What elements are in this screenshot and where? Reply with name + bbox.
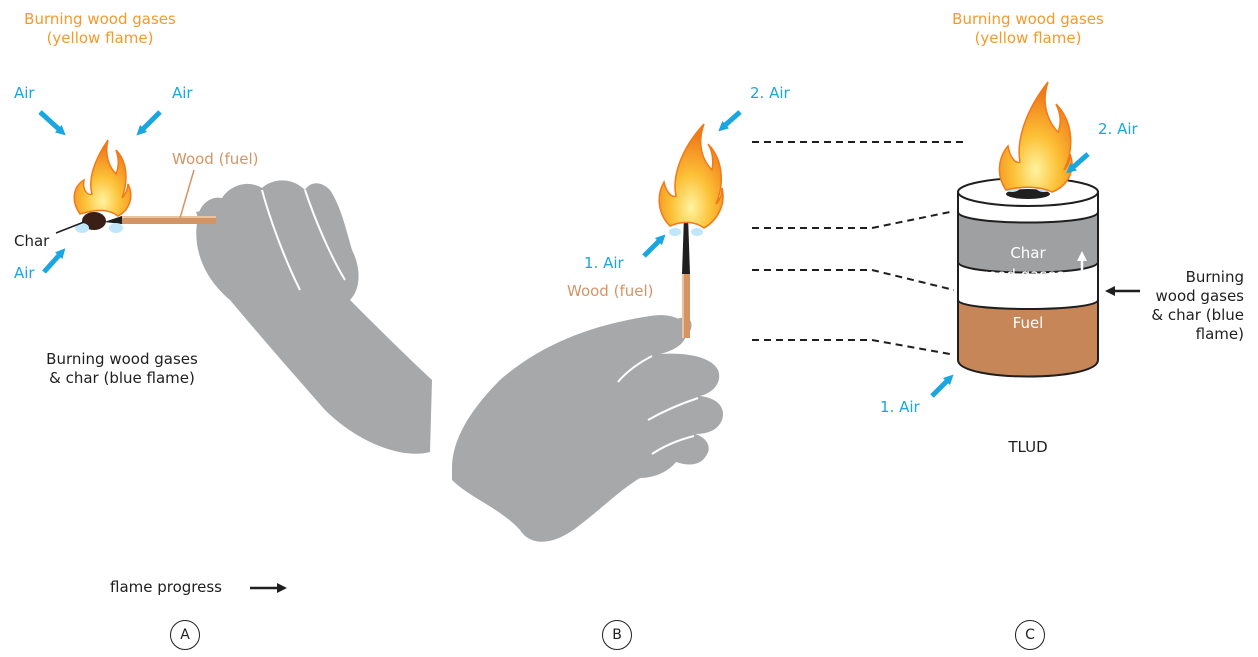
- char-label-a: Char: [14, 232, 50, 250]
- flame-b-icon: [658, 123, 724, 229]
- hand-a-icon: [196, 180, 432, 454]
- panel-a-blue-flame-line2: & char (blue flame): [49, 369, 195, 387]
- air-arrow-a-top-right: [136, 110, 162, 136]
- air-arrow-c-2: [1066, 152, 1090, 174]
- panel-c-side-label: Burning wood gases & char (blue flame): [1140, 268, 1244, 344]
- panel-c-side-line1: Burning: [1185, 268, 1244, 286]
- panel-a-blue-flame-line1: Burning wood gases: [46, 350, 198, 368]
- air-arrow-b-1: [642, 234, 666, 258]
- air-label-c-2: 2. Air: [1098, 120, 1138, 138]
- panel-a-flame-label: Burning wood gases (yellow flame): [20, 10, 180, 48]
- panel-c-marker: C: [1015, 620, 1045, 650]
- air-arrow-c-1: [930, 374, 954, 398]
- fuel-label-c: Fuel: [1012, 314, 1044, 332]
- wood-fuel-label-b: Wood (fuel): [567, 282, 654, 300]
- air-label-a-top-left: Air: [14, 84, 35, 102]
- air-arrow-a-top-left: [38, 110, 66, 136]
- panel-a-marker: A: [170, 620, 200, 650]
- flame-c-icon: [998, 81, 1073, 193]
- panel-b-marker: B: [602, 620, 632, 650]
- air-label-a-top-right: Air: [172, 84, 193, 102]
- air-arrow-b-2: [718, 110, 742, 132]
- tlud-label: TLUD: [1008, 438, 1048, 456]
- char-label-c: Char: [1010, 244, 1046, 262]
- match-stick-a: [120, 216, 216, 224]
- panel-a-flame-label-line2: (yellow flame): [46, 29, 154, 47]
- air-arrow-a-bottom: [42, 248, 66, 274]
- air-label-b-1: 1. Air: [584, 254, 624, 272]
- panel-c-flame-label-line2: (yellow flame): [974, 29, 1082, 47]
- flame-a-icon: [73, 139, 132, 217]
- air-label-a-bottom: Air: [14, 264, 35, 282]
- air-label-b-2: 2. Air: [750, 84, 790, 102]
- thumb-a-icon: [196, 209, 238, 230]
- hand-b-icon: [452, 315, 724, 542]
- match-stick-b: [682, 272, 690, 338]
- panel-c-side-line2: wood gases: [1155, 287, 1244, 305]
- tlud-char-section: [957, 211, 1099, 274]
- panel-c-flame-label: Burning wood gases (yellow flame): [938, 10, 1118, 48]
- wood-fuel-label-a: Wood (fuel): [172, 150, 259, 168]
- tlud-burning-zone: [957, 261, 1099, 310]
- wood-gases-label-c: wood gases: [975, 266, 1065, 284]
- panel-a-flame-label-line1: Burning wood gases: [24, 10, 176, 28]
- tlud-fuel-section: [957, 299, 1099, 378]
- panel-c-flame-label-line1: Burning wood gases: [952, 10, 1104, 28]
- panel-a-blue-flame-label: Burning wood gases & char (blue flame): [22, 350, 222, 388]
- panel-c-side-line4: flame): [1195, 325, 1244, 343]
- tlud-opening: [1006, 189, 1050, 199]
- flame-progress-label: flame progress: [110, 578, 223, 596]
- panel-c-side-line3: & char (blue: [1151, 306, 1244, 324]
- air-label-c-1: 1. Air: [880, 398, 920, 416]
